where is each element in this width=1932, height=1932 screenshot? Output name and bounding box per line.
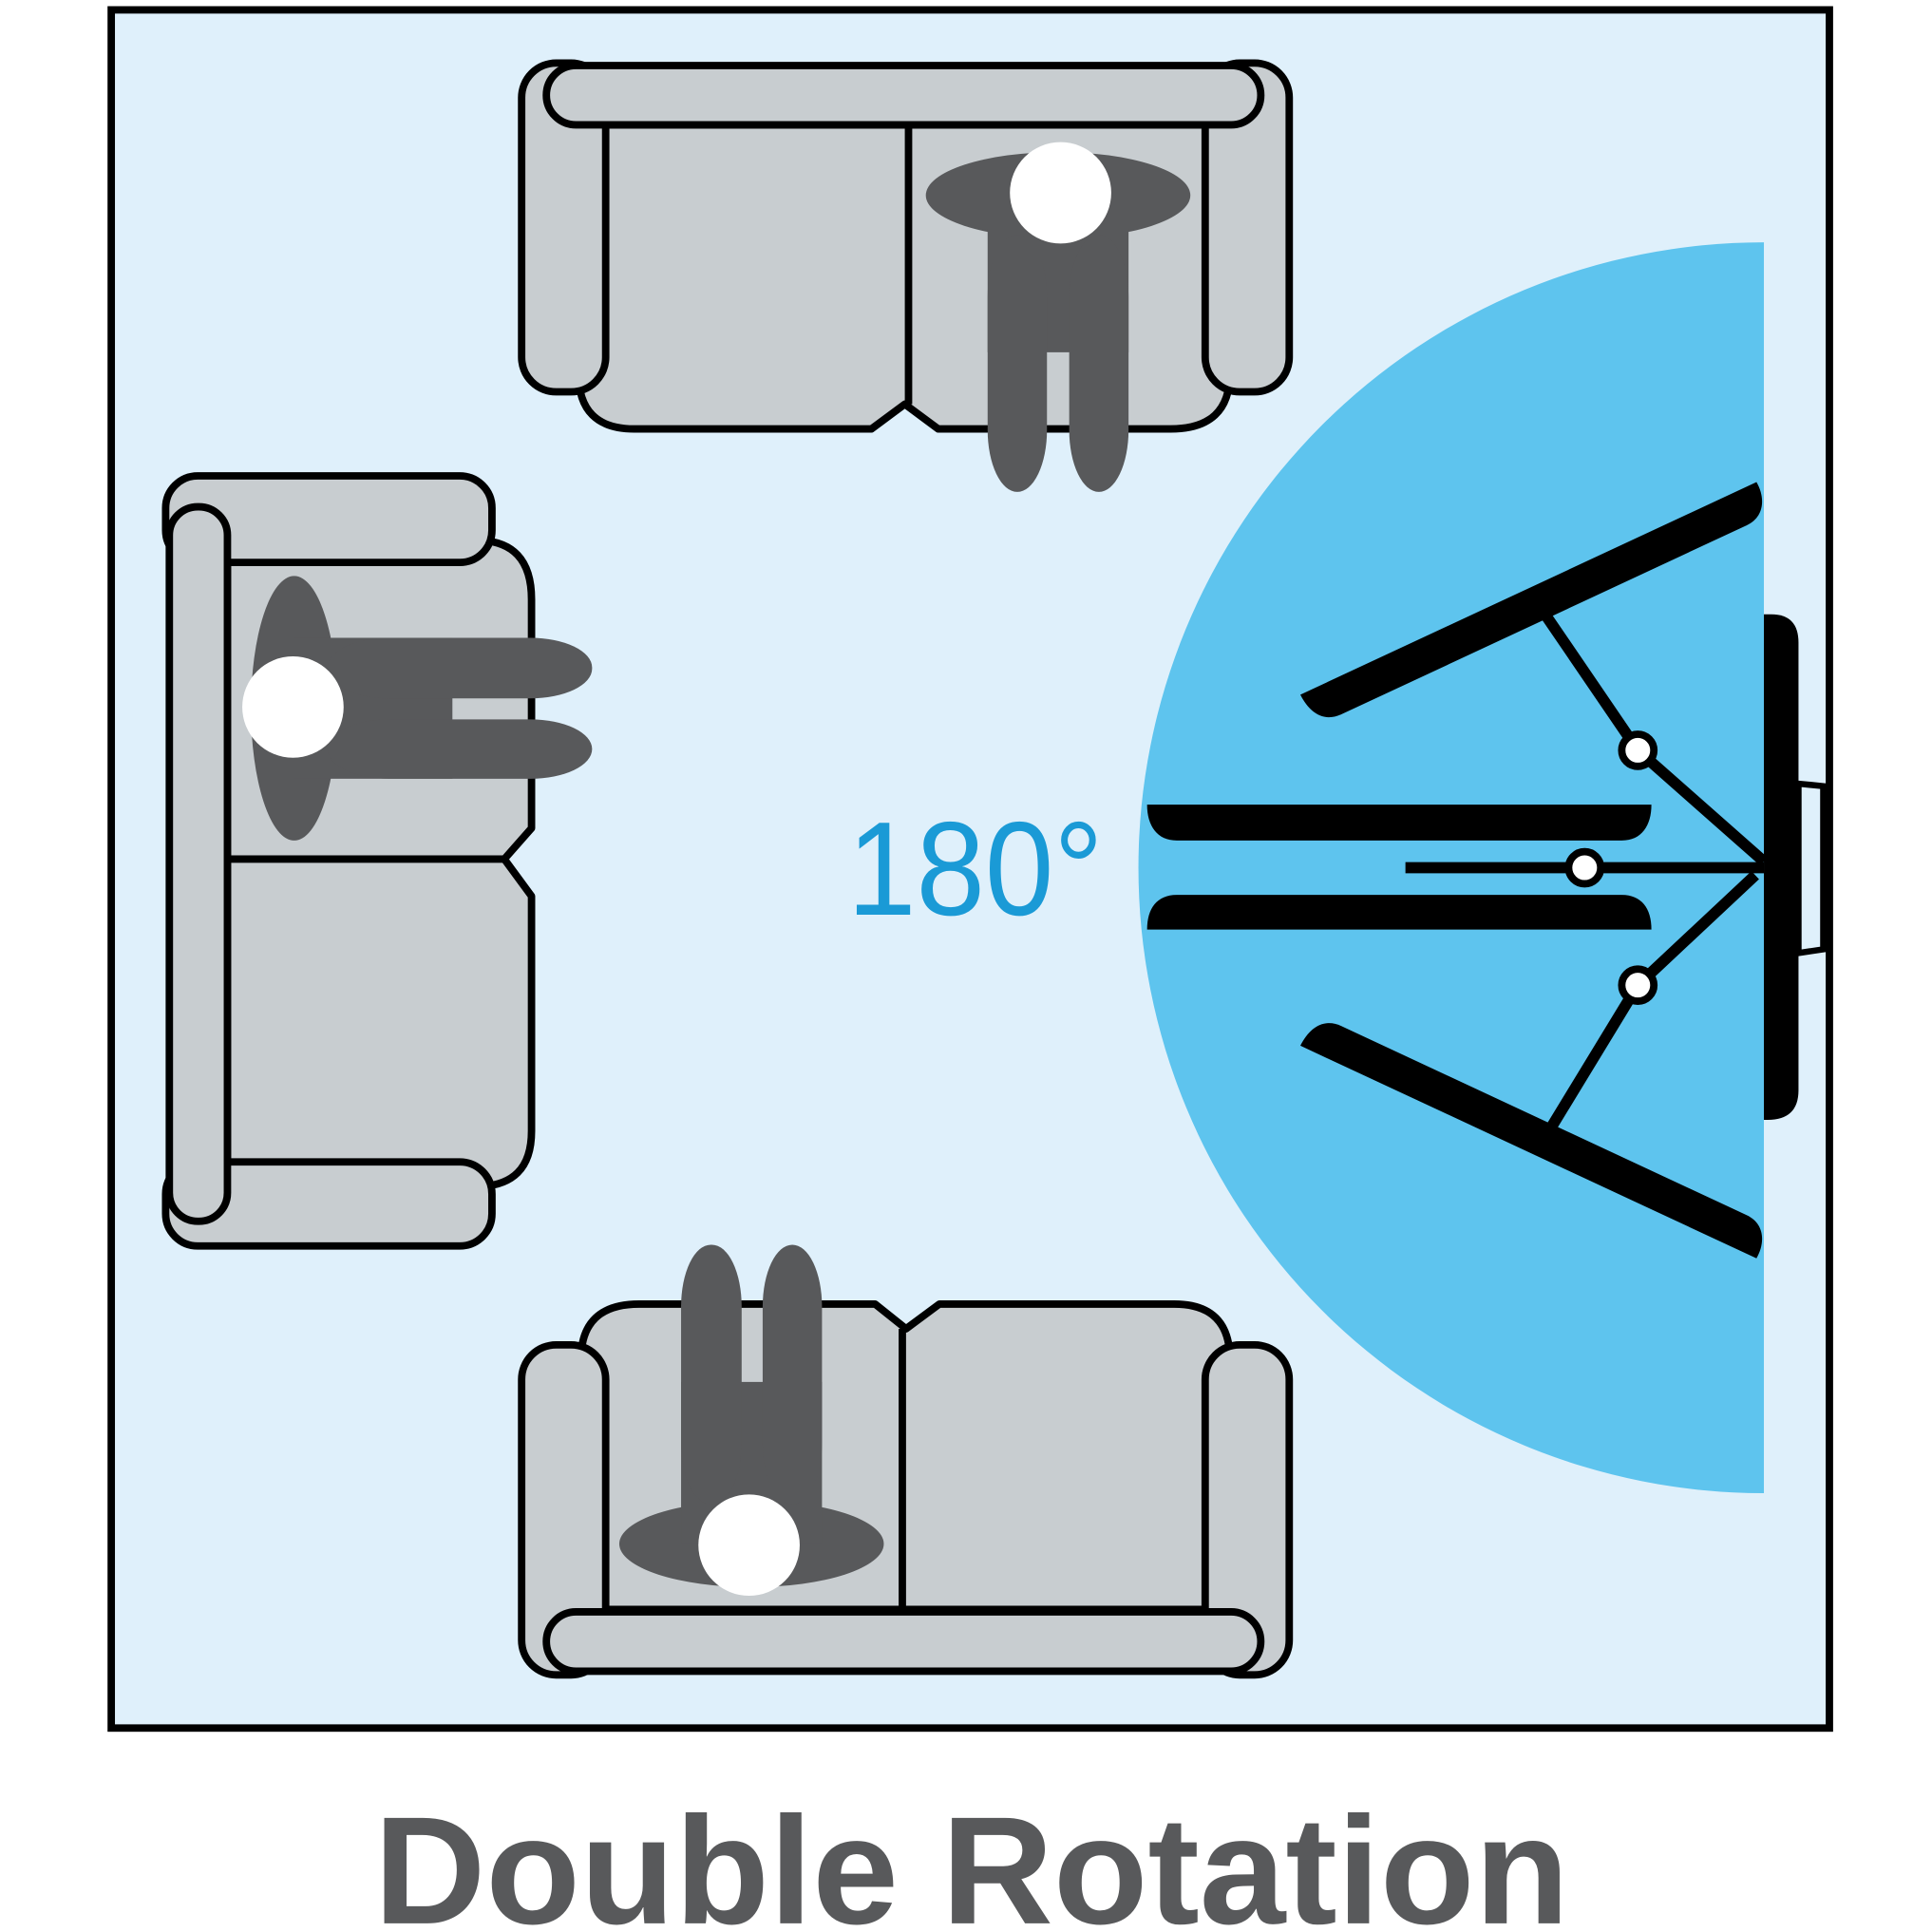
sofa-top [518,59,1294,492]
person-top [925,142,1191,492]
center-pivot [1564,847,1605,888]
wall-plate [1764,614,1799,1121]
person-left-head [242,656,344,758]
sofa-left [161,472,593,1250]
rotation-angle-label: 180° [847,794,1103,943]
tv-center-top-panel [1146,805,1652,841]
person-top-left-leg [987,235,1048,492]
diagram-caption: Double Rotation [374,1786,1569,1932]
sofa-bottom-left-arm [518,1340,610,1679]
tv-positions [1146,482,1763,1259]
person-bottom-head [698,1494,800,1597]
person-top-right-leg [1069,235,1129,492]
upper-pivot [1618,730,1658,770]
tv-wall-mount [1764,614,1827,1121]
person-bottom-right-leg [762,1244,823,1505]
sofa-top-left-arm [518,59,610,396]
person-left-upper-leg [327,637,593,699]
tv-rotated-down [1300,1023,1763,1259]
person-left-lower-leg [327,719,593,779]
person-bottom [618,1244,884,1597]
arm-pivots [1564,730,1658,1005]
tv-rotated-up [1300,482,1763,718]
lower-pivot [1618,965,1658,1005]
sofa-left-top-arm [161,472,496,567]
person-left [242,576,593,841]
person-bottom-left-leg [681,1244,742,1505]
sofa-bottom-backrest [542,1608,1265,1676]
sofa-left-bottom-arm [161,1158,496,1250]
sofa-bottom-right-arm [1201,1340,1294,1679]
tv-center-bottom-panel [1146,895,1652,930]
sofa-bottom [518,1244,1294,1679]
sofa-top-right-arm [1201,59,1294,396]
person-top-head [1010,142,1111,244]
sofa-left-backrest [165,502,232,1225]
wall-bracket [1795,780,1827,957]
sofa-top-backrest [542,62,1265,129]
